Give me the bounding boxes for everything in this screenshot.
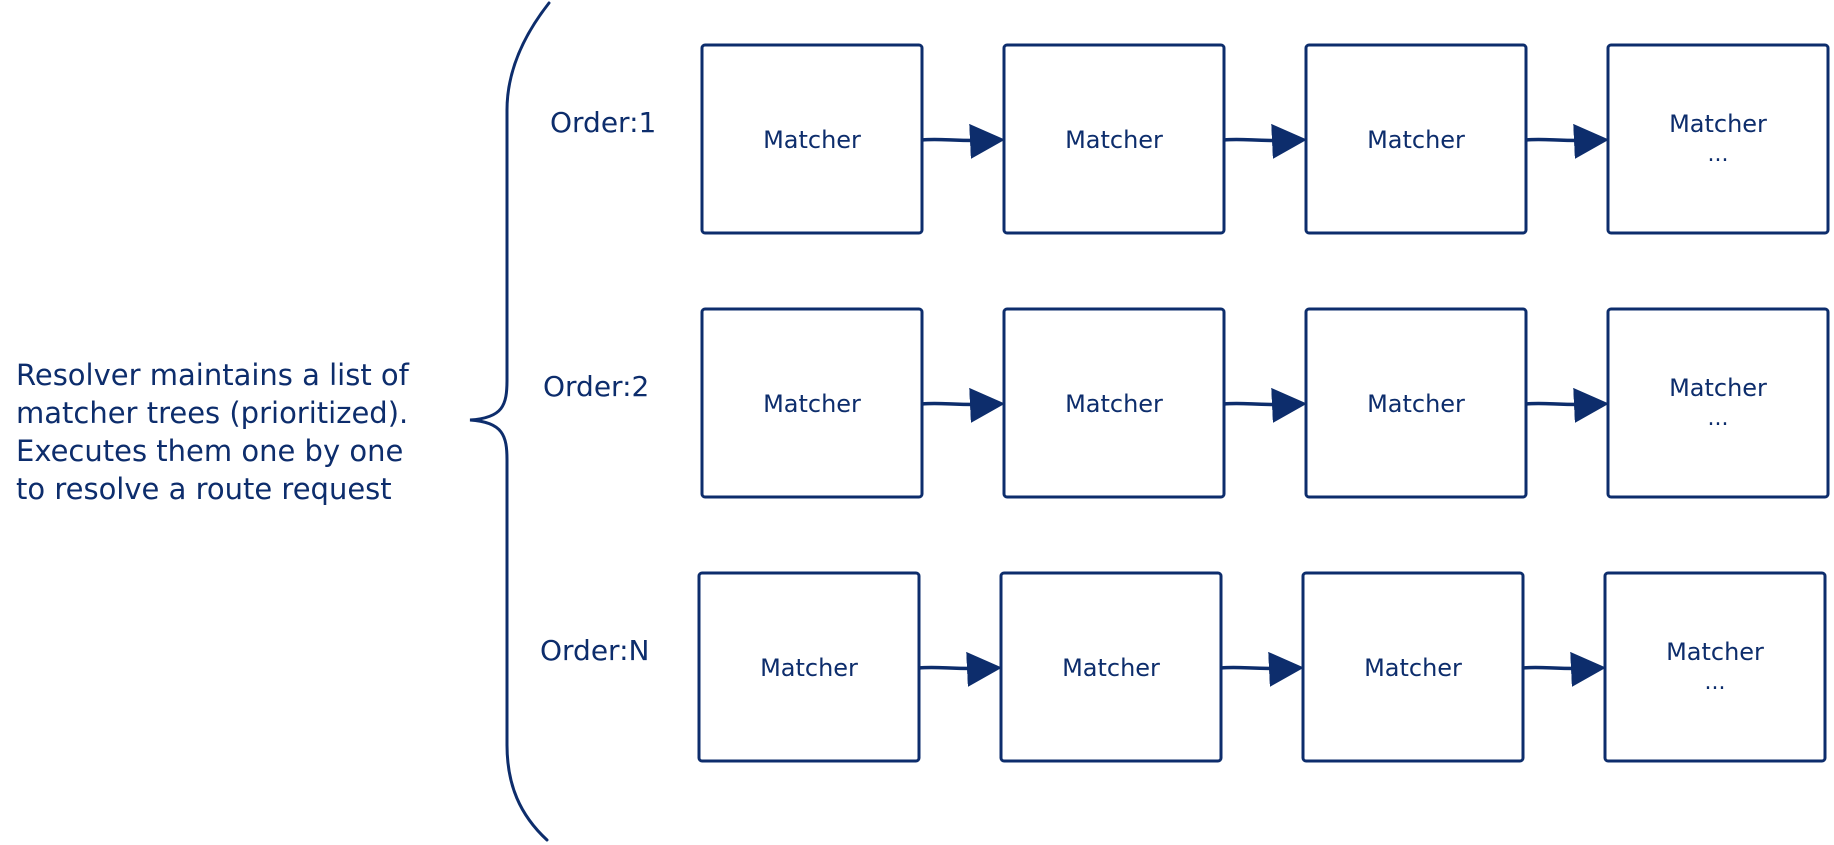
matcher-label: Matcher [763,126,861,154]
chain-arrow [921,387,1005,423]
matcher-ellipsis: ... [1708,406,1729,431]
order-label: Order:2 [543,370,649,403]
chain-arrow [1525,387,1609,423]
matcher-label: Matcher [1367,126,1465,154]
grouping-brace [469,1,551,842]
matcher-label: Matcher [1364,654,1462,682]
matcher-ellipsis: ... [1708,142,1729,167]
resolver-description: Resolver maintains a list of matcher tre… [16,356,456,508]
matcher-label: Matcher [1062,654,1160,682]
matcher-label: Matcher [1666,638,1764,666]
description-line: to resolve a route request [16,472,392,506]
chain-arrow [1220,651,1304,687]
matcher-box [1606,43,1830,235]
matcher-box [1606,307,1830,499]
matcher-label: Matcher [1065,126,1163,154]
chain-arrow [918,651,1002,687]
matcher-label: Matcher [760,654,858,682]
chain-arrow [1525,123,1609,159]
description-line: Resolver maintains a list of [16,358,409,392]
matcher-label: Matcher [1669,374,1767,402]
matcher-box [1603,571,1827,763]
chain-arrow [1223,123,1307,159]
chain-arrow [921,123,1005,159]
matcher-label: Matcher [1367,390,1465,418]
chain-arrow [1522,651,1606,687]
matcher-label: Matcher [763,390,861,418]
description-line: Executes them one by one [16,434,404,468]
matcher-label: Matcher [1669,110,1767,138]
chain-arrow [1223,387,1307,423]
order-label: Order:N [540,634,649,667]
order-label: Order:1 [550,106,656,139]
matcher-label: Matcher [1065,390,1163,418]
matcher-ellipsis: ... [1705,670,1726,695]
description-line: matcher trees (prioritized). [16,396,409,430]
